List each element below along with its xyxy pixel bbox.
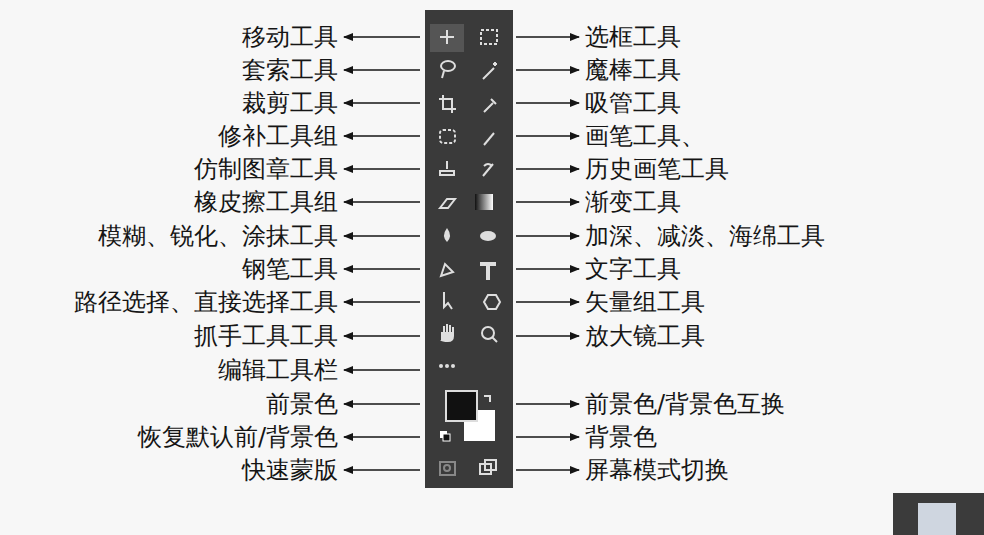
leader-arrow [516, 36, 579, 38]
leader-arrow [344, 168, 420, 170]
leader-arrow [516, 135, 579, 137]
tool-label: 橡皮擦工具组 [194, 188, 338, 216]
tool-label: 抓手工具工具 [194, 322, 338, 350]
leader-arrow [344, 135, 420, 137]
leader-arrow [516, 268, 579, 270]
tool-label: 移动工具 [242, 23, 338, 51]
leader-arrow [344, 469, 420, 471]
leader-arrow [344, 369, 420, 371]
tool-label: 画笔工具、 [585, 122, 705, 150]
leader-arrow [516, 301, 579, 303]
leader-arrow [344, 301, 420, 303]
tool-label: 恢复默认前/背景色 [138, 423, 338, 451]
tool-label: 魔棒工具 [585, 56, 681, 84]
leader-arrow [516, 69, 579, 71]
leader-arrow [516, 469, 579, 471]
leader-arrow [516, 436, 579, 438]
tool-label: 前景色/背景色互换 [585, 390, 785, 418]
leader-arrow [344, 69, 420, 71]
tool-label: 套索工具 [242, 56, 338, 84]
leader-arrow [516, 235, 579, 237]
leader-arrow [516, 201, 579, 203]
leader-arrow [516, 102, 579, 104]
leader-arrow [344, 403, 420, 405]
tool-label: 背景色 [585, 423, 657, 451]
tool-label: 选框工具 [585, 23, 681, 51]
leader-arrow [344, 436, 420, 438]
leader-arrow [344, 102, 420, 104]
leader-arrow [516, 335, 579, 337]
leader-arrow [344, 201, 420, 203]
tool-label: 吸管工具 [585, 89, 681, 117]
leader-arrow [344, 335, 420, 337]
tool-label: 模糊、锐化、涂抹工具 [98, 222, 338, 250]
tool-label: 文字工具 [585, 255, 681, 283]
tool-label: 加深、减淡、海绵工具 [585, 222, 825, 250]
leader-arrow [344, 235, 420, 237]
tool-label: 历史画笔工具 [585, 155, 729, 183]
leader-arrow [516, 168, 579, 170]
tool-label: 屏幕模式切换 [585, 456, 729, 484]
leader-arrow [344, 36, 420, 38]
tool-label: 裁剪工具 [242, 89, 338, 117]
leader-arrow [516, 403, 579, 405]
leader-arrow [344, 268, 420, 270]
tool-label: 放大镜工具 [585, 322, 705, 350]
tool-label: 编辑工具栏 [218, 356, 338, 384]
tool-label: 仿制图章工具 [194, 155, 338, 183]
tool-label: 快速蒙版 [242, 456, 338, 484]
tool-label: 修补工具组 [218, 122, 338, 150]
tool-label: 路径选择、直接选择工具 [74, 288, 338, 316]
tool-label: 矢量组工具 [585, 288, 705, 316]
tool-label: 钢笔工具 [242, 255, 338, 283]
tool-label: 渐变工具 [585, 188, 681, 216]
tool-label: 前景色 [266, 390, 338, 418]
